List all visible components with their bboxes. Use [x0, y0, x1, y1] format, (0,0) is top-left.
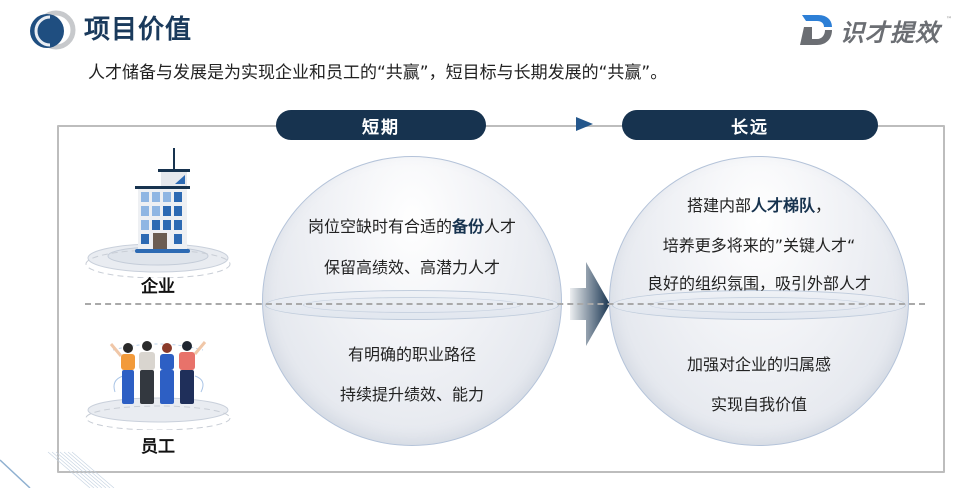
sphere-equator-inner — [650, 297, 868, 313]
sphere-equator-inner — [303, 297, 521, 313]
text-part: ， — [815, 196, 832, 215]
content-frame — [57, 125, 945, 473]
decorative-lines — [0, 451, 115, 488]
long-term-enterprise-line-1: 搭建内部人才梯队， — [610, 194, 908, 218]
long-term-enterprise-line-3: 良好的组织氛围，吸引外部人才 — [646, 274, 871, 293]
d-logo-icon — [800, 15, 832, 45]
long-term-enterprise-line-2: 培养更多将来的”关键人才“ — [662, 236, 856, 255]
stage-long-term: 长远 — [622, 110, 878, 140]
highlight-text: 人才梯队 — [750, 196, 815, 215]
text-part: 岗位空缺时有合适的 — [307, 217, 452, 236]
row-divider — [85, 303, 925, 305]
play-arrow-icon — [576, 117, 593, 131]
text-part: 搭建内部 — [686, 196, 751, 215]
short-term-enterprise-line-1: 岗位空缺时有合适的备份人才 — [263, 215, 561, 239]
row-label-enterprise: 企业 — [141, 277, 175, 297]
brand-logo: 识才提效 ™ — [798, 10, 952, 50]
long-term-employee-line-2: 实现自我价值 — [710, 395, 807, 414]
brand-name: 识才提效 — [840, 18, 940, 47]
office-building-icon — [85, 148, 231, 278]
stage-short-term: 短期 — [276, 110, 486, 140]
short-term-employee-line-1: 有明确的职业路径 — [347, 345, 476, 364]
row-label-employee: 员工 — [141, 437, 175, 457]
subtitle: 人才储备与发展是为实现企业和员工的“共赢”，短目标与长期发展的“共赢”。 — [88, 63, 668, 83]
long-term-employee-line-1: 加强对企业的归属感 — [686, 355, 831, 374]
team-people-icon — [85, 341, 231, 430]
highlight-text: 备份 — [451, 217, 484, 236]
short-term-enterprise-line-2: 保留高绩效、高潜力人才 — [323, 258, 500, 277]
double-circle-icon — [30, 10, 76, 50]
long-term-sphere: 搭建内部人才梯队， 培养更多将来的”关键人才“ 良好的组织氛围，吸引外部人才 加… — [609, 156, 909, 446]
text-part: 人才 — [484, 217, 517, 236]
short-term-sphere: 岗位空缺时有合适的备份人才 保留高绩效、高潜力人才 有明确的职业路径 持续提升绩… — [262, 156, 562, 446]
trademark: ™ — [946, 16, 952, 23]
page-title: 项目价值 — [84, 15, 193, 45]
short-term-employee-line-2: 持续提升绩效、能力 — [339, 385, 484, 404]
